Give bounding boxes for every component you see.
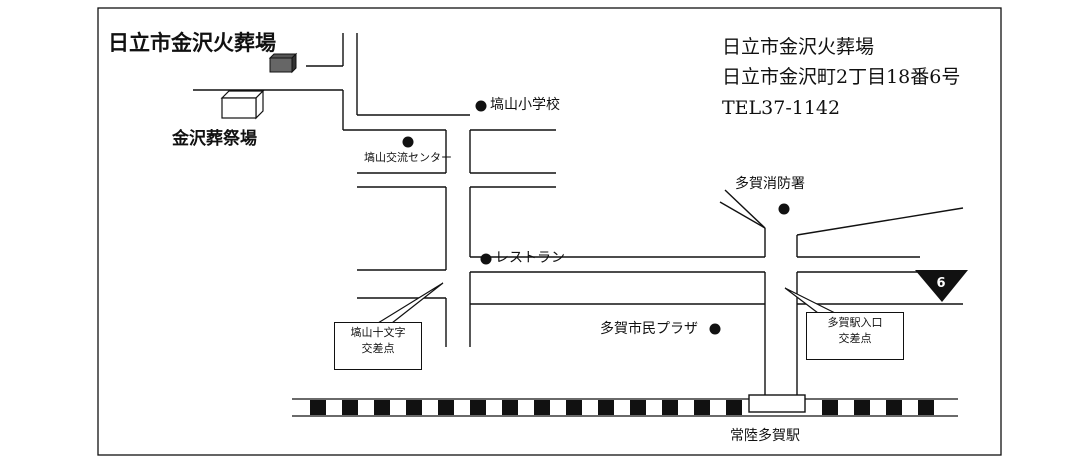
rail-tie — [694, 400, 710, 415]
rail-tie — [534, 400, 550, 415]
route-6-shield-icon: 6 — [915, 270, 968, 302]
rail-tie — [374, 400, 390, 415]
landmark-dots — [402, 100, 790, 335]
rail-tie — [310, 400, 326, 415]
address-name: 日立市金沢火葬場 — [722, 36, 875, 58]
rail-tie — [662, 400, 678, 415]
crematorium-building-icon — [268, 52, 298, 74]
community-center-dot — [402, 136, 414, 148]
rail-tie — [470, 400, 486, 415]
callout-pointers — [377, 282, 836, 324]
rail-tie — [342, 400, 358, 415]
route-number: 6 — [936, 276, 945, 291]
callout-taga-line1: 多賀駅入口 — [827, 316, 883, 329]
callout-taga-line2: 交差点 — [838, 332, 872, 345]
rail-tie — [566, 400, 582, 415]
road-lines — [193, 33, 964, 397]
rail-tie — [886, 400, 902, 415]
rail-tie — [630, 400, 646, 415]
school-dot — [475, 100, 487, 112]
address-tel: TEL37-1142 — [722, 97, 841, 119]
rail-tie — [598, 400, 614, 415]
funeral-hall-label: 金沢葬祭場 — [172, 129, 257, 149]
map-frame — [97, 7, 1002, 456]
callout-hanayama-juji: 塙山十文字 交差点 — [334, 322, 422, 370]
rail-tie — [438, 400, 454, 415]
callout-hanayama-line2: 交差点 — [361, 342, 395, 355]
rail-tie — [502, 400, 518, 415]
community-center-label: 塙山交流センター — [364, 151, 452, 164]
restaurant-dot — [480, 253, 492, 265]
rail-tie — [822, 400, 838, 415]
plaza-dot — [709, 323, 721, 335]
address-street: 日立市金沢町2丁目18番6号 — [722, 66, 961, 88]
rail-tie — [406, 400, 422, 415]
callout-hanayama-line1: 塙山十文字 — [350, 326, 406, 339]
station-label: 常陸多賀駅 — [730, 428, 800, 444]
station-building — [748, 394, 806, 413]
railway — [292, 398, 958, 417]
rail-tie — [854, 400, 870, 415]
page-title: 日立市金沢火葬場 — [108, 31, 276, 55]
school-label: 塙山小学校 — [490, 97, 560, 113]
callout-taga-eki-iriguchi: 多賀駅入口 交差点 — [806, 312, 904, 360]
funeral-hall-building-icon — [220, 89, 265, 120]
rail-tie — [726, 400, 742, 415]
restaurant-label: レストラン — [495, 250, 565, 266]
rail-tie — [918, 400, 934, 415]
fire-station-label: 多賀消防署 — [735, 176, 805, 192]
fire-station-dot — [778, 203, 790, 215]
plaza-label: 多賀市民プラザ — [600, 321, 698, 337]
